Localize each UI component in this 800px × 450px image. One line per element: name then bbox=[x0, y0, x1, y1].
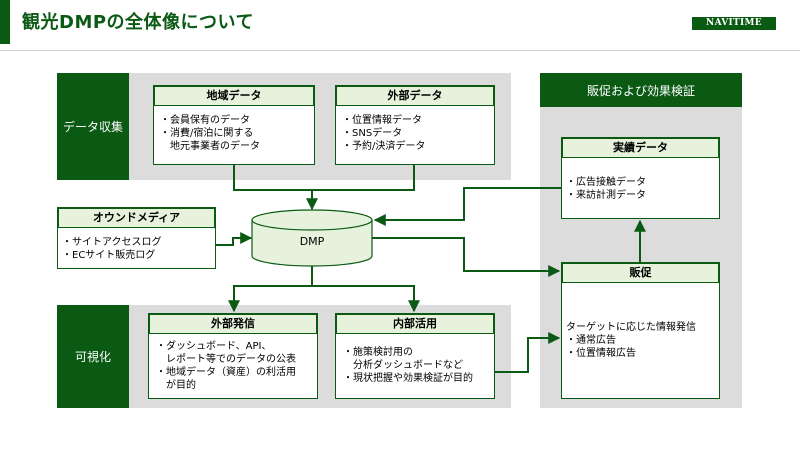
list-item: ・SNSデータ bbox=[342, 128, 403, 139]
internal-use-title: 内部活用 bbox=[336, 314, 494, 334]
arrow-dmp-to-sales bbox=[372, 237, 561, 277]
arrow-dmp-to-internal-use bbox=[312, 285, 420, 313]
list-item: ・現状把握や効果検証が目的 bbox=[343, 373, 473, 384]
sales-promotion-title: 販促 bbox=[562, 263, 719, 283]
list-item: ・予約/決済データ bbox=[342, 141, 426, 152]
page-title: 観光DMPの全体像について bbox=[22, 12, 255, 33]
arrow-owned-media-to-dmp bbox=[216, 232, 253, 246]
list-item: ・広告接触データ bbox=[566, 177, 646, 188]
arrow-internal-use-to-sales bbox=[495, 332, 561, 373]
list-item: ・来訪計測データ bbox=[566, 190, 646, 201]
list-item: 地元事業者のデータ bbox=[160, 141, 260, 152]
collection-band-label: データ収集 bbox=[57, 73, 129, 180]
list-item: ・通常広告 bbox=[566, 335, 616, 346]
results-data-box: 実績データ ・広告接触データ ・来訪計測データ bbox=[561, 137, 720, 219]
list-item: ・位置情報広告 bbox=[566, 348, 636, 359]
list-item: ・施策検討用の bbox=[343, 347, 413, 358]
owned-media-title: オウンドメディア bbox=[58, 208, 215, 228]
list-item: ・ダッシュボード、API、 bbox=[156, 341, 272, 352]
list-item: ・会員保有のデータ bbox=[160, 115, 250, 126]
arrow-dmp-to-external-distribution bbox=[228, 266, 313, 313]
arrow-results-to-dmp bbox=[373, 187, 561, 226]
external-data-box: 外部データ ・位置情報データ ・SNSデータ ・予約/決済データ bbox=[335, 85, 495, 165]
owned-media-box: オウンドメディア ・サイトアクセスログ ・ECサイト販売ログ bbox=[57, 207, 216, 269]
regional-data-box: 地域データ ・会員保有のデータ ・消費/宿泊に関する 地元事業者のデータ bbox=[153, 85, 315, 165]
results-data-title: 実績データ bbox=[562, 138, 719, 158]
list-item: 分析ダッシュボードなど bbox=[343, 360, 463, 371]
list-item: が目的 bbox=[156, 380, 196, 391]
connector-external-to-dmp bbox=[312, 165, 415, 191]
title-divider bbox=[0, 50, 800, 51]
dmp-label: DMP bbox=[300, 235, 325, 248]
list-item: レポート等でのデータの公表 bbox=[156, 354, 296, 365]
external-distribution-title: 外部発信 bbox=[149, 314, 317, 334]
list-item: ・消費/宿泊に関する bbox=[160, 128, 254, 139]
regional-data-title: 地域データ bbox=[154, 86, 314, 106]
external-distribution-box: 外部発信 ・ダッシュボード、API、 レポート等でのデータの公表 ・地域データ（… bbox=[148, 313, 318, 399]
sales-promotion-box: 販促 ターゲットに応じた情報発信 ・通常広告 ・位置情報広告 bbox=[561, 262, 720, 399]
external-data-title: 外部データ bbox=[336, 86, 494, 106]
internal-use-box: 内部活用 ・施策検討用の 分析ダッシュボードなど ・現状把握や効果検証が目的 bbox=[335, 313, 495, 399]
visualization-band-label: 可視化 bbox=[57, 305, 129, 408]
list-item: ・ECサイト販売ログ bbox=[62, 250, 156, 261]
list-item: ・位置情報データ bbox=[342, 115, 422, 126]
navitime-logo: NAVITIME bbox=[692, 17, 776, 30]
promotion-band-label: 販促および効果検証 bbox=[540, 73, 742, 107]
title-accent-bar bbox=[0, 0, 10, 44]
list-item: ・地域データ（資産）の利活用 bbox=[156, 367, 296, 378]
list-item: ・サイトアクセスログ bbox=[62, 237, 162, 248]
dmp-cylinder bbox=[251, 209, 373, 267]
arrow-regional-to-dmp bbox=[233, 165, 318, 211]
list-item: ターゲットに応じた情報発信 bbox=[566, 322, 696, 333]
